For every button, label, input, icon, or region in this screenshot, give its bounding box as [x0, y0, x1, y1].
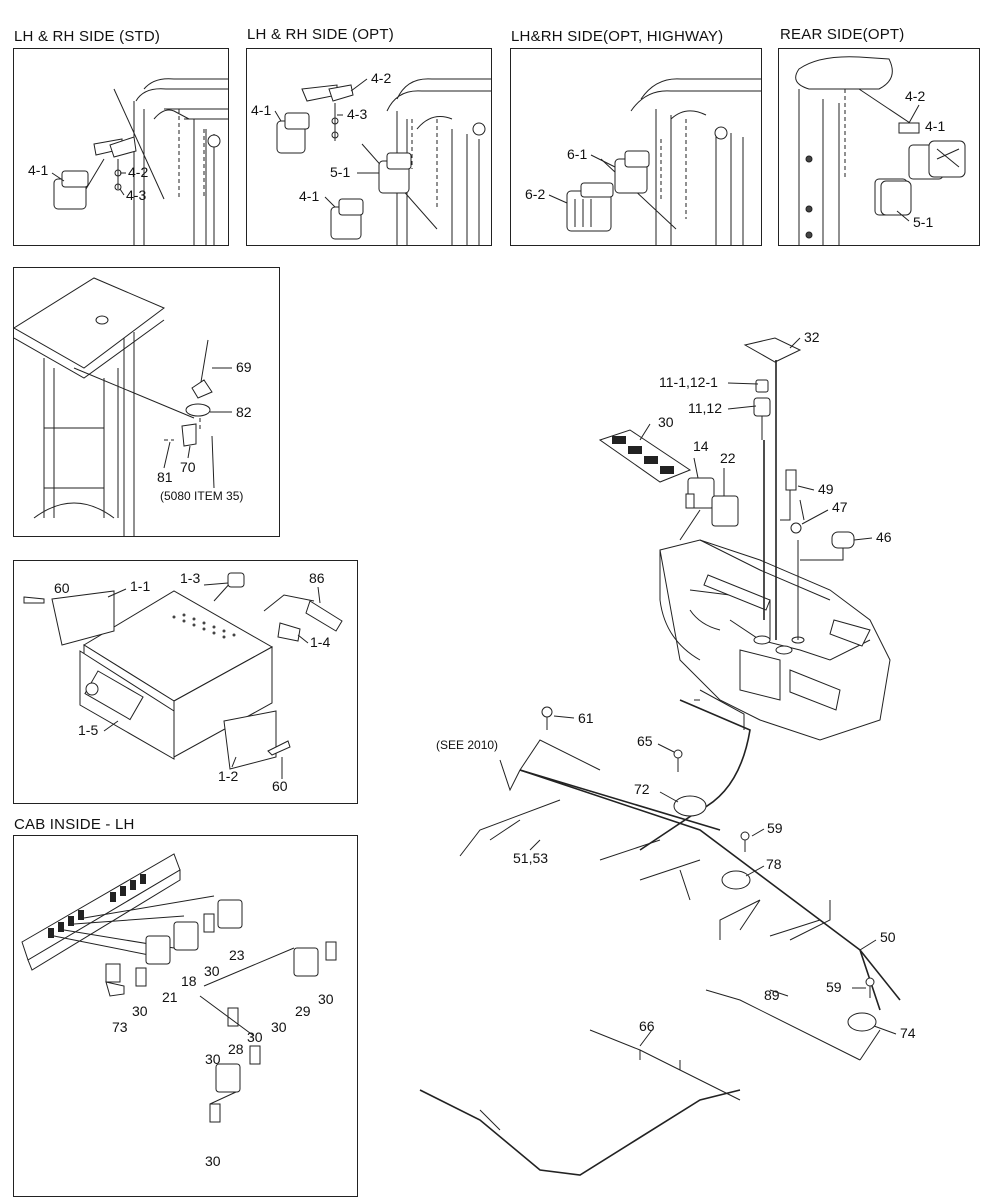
callout-label: 32 — [804, 329, 820, 345]
callout-label: 78 — [766, 856, 782, 872]
callout-label: 30 — [271, 1019, 287, 1035]
callout-label: 5-1 — [330, 164, 350, 180]
callout-label: 4-3 — [126, 187, 146, 203]
callout-label: 89 — [764, 987, 780, 1003]
callout-label: 30 — [318, 991, 334, 1007]
horn-icon: 4-1 4-2 4-3 — [28, 78, 228, 245]
callout-label: 49 — [818, 481, 834, 497]
reference-note: (SEE 2010) — [436, 738, 498, 752]
callout-label: 65 — [637, 733, 653, 749]
callout-label: 30 — [205, 1153, 221, 1169]
horn-icon: 4-2 4-1 4-3 5-1 4-1 — [251, 70, 491, 245]
callout-label: 4-2 — [128, 164, 148, 180]
callout-label: 30 — [205, 1051, 221, 1067]
callout-label: 21 — [162, 989, 178, 1005]
callout-label: 11-1,12-1 — [659, 374, 718, 390]
callout-label: 30 — [132, 1003, 148, 1019]
callout-label: 66 — [639, 1018, 655, 1034]
panel-radio: 60 1-1 1-3 86 1-4 1-5 1-2 60 — [13, 560, 358, 804]
panel-title-cab: CAB INSIDE - LH — [14, 816, 135, 833]
callout-label: 86 — [309, 570, 325, 586]
callout-label: 23 — [229, 947, 245, 963]
callout-label: 73 — [112, 1019, 128, 1035]
callout-label: 72 — [634, 781, 650, 797]
callout-label: 74 — [900, 1025, 916, 1041]
console-icon — [659, 539, 891, 741]
callout-label: 4-1 — [28, 162, 48, 178]
panel-antenna: 69 82 81 70 (5080 ITEM 35) — [13, 267, 280, 537]
callout-label: 30 — [658, 414, 674, 430]
panel-title-std: LH & RH SIDE (STD) — [14, 28, 161, 45]
callout-label: 4-1 — [251, 102, 271, 118]
callout-label: 60 — [54, 580, 70, 596]
callout-label: 4-1 — [925, 118, 945, 134]
antenna-icon: 69 82 81 70 (5080 ITEM 35) — [14, 277, 252, 536]
callout-label: 29 — [295, 1003, 311, 1019]
callout-label: 61 — [578, 710, 594, 726]
callout-label: 47 — [832, 499, 848, 515]
callout-label: 6-1 — [567, 146, 587, 162]
callout-label: 1-2 — [218, 768, 238, 784]
callout-label: 1-3 — [180, 570, 200, 586]
callout-label: 59 — [826, 979, 842, 995]
panel-highway: 6-1 6-2 — [510, 48, 762, 246]
callout-label: 60 — [272, 778, 288, 794]
callout-label: 50 — [880, 929, 896, 945]
horn-icon: 4-2 4-1 5-1 — [795, 56, 966, 245]
callout-label: 5-1 — [913, 214, 933, 230]
callout-label: 1-1 — [130, 578, 150, 594]
panel-title-rear: REAR SIDE(OPT) — [780, 26, 905, 43]
callout-label: 69 — [236, 359, 252, 375]
callout-label: 4-2 — [905, 88, 925, 104]
panel-std: 4-1 4-2 4-3 — [13, 48, 229, 246]
radio-icon: 60 1-1 1-3 86 1-4 1-5 1-2 60 — [23, 570, 343, 794]
callout-label: 14 — [693, 438, 709, 454]
callout-label: 59 — [767, 820, 783, 836]
callout-label: 82 — [236, 404, 252, 420]
callout-label: 4-2 — [371, 70, 391, 86]
callout-label: 1-4 — [310, 634, 330, 650]
panel-title-highway: LH&RH SIDE(OPT, HIGHWAY) — [511, 28, 724, 45]
callout-label: 6-2 — [525, 186, 545, 202]
callout-label: 30 — [204, 963, 220, 979]
callout-label: 22 — [720, 450, 736, 466]
callout-label: 81 — [157, 469, 173, 485]
callout-label: 28 — [228, 1041, 244, 1057]
callout-label: 70 — [180, 459, 196, 475]
panel-rear: 4-2 4-1 5-1 — [778, 48, 980, 246]
callout-label: 18 — [181, 973, 197, 989]
horn-icon: 6-1 6-2 — [525, 78, 761, 245]
callout-label: 11,12 — [688, 400, 722, 416]
panel-title-opt: LH & RH SIDE (OPT) — [247, 26, 394, 43]
callout-label: 1-5 — [78, 722, 98, 738]
callout-label: 51,53 — [513, 850, 548, 866]
callout-label: 4-3 — [347, 106, 367, 122]
callout-label: 30 — [247, 1029, 263, 1045]
panel-cab: 23 30 18 21 30 73 30 29 30 30 30 28 30 — [13, 835, 358, 1197]
reference-note: (5080 ITEM 35) — [160, 489, 243, 503]
callout-label: 46 — [876, 529, 892, 545]
callout-label: 4-1 — [299, 188, 319, 204]
panel-opt: 4-2 4-1 4-3 5-1 4-1 — [246, 48, 492, 246]
switch-icon: 23 30 18 21 30 73 30 29 30 30 30 28 30 — [21, 853, 337, 1169]
